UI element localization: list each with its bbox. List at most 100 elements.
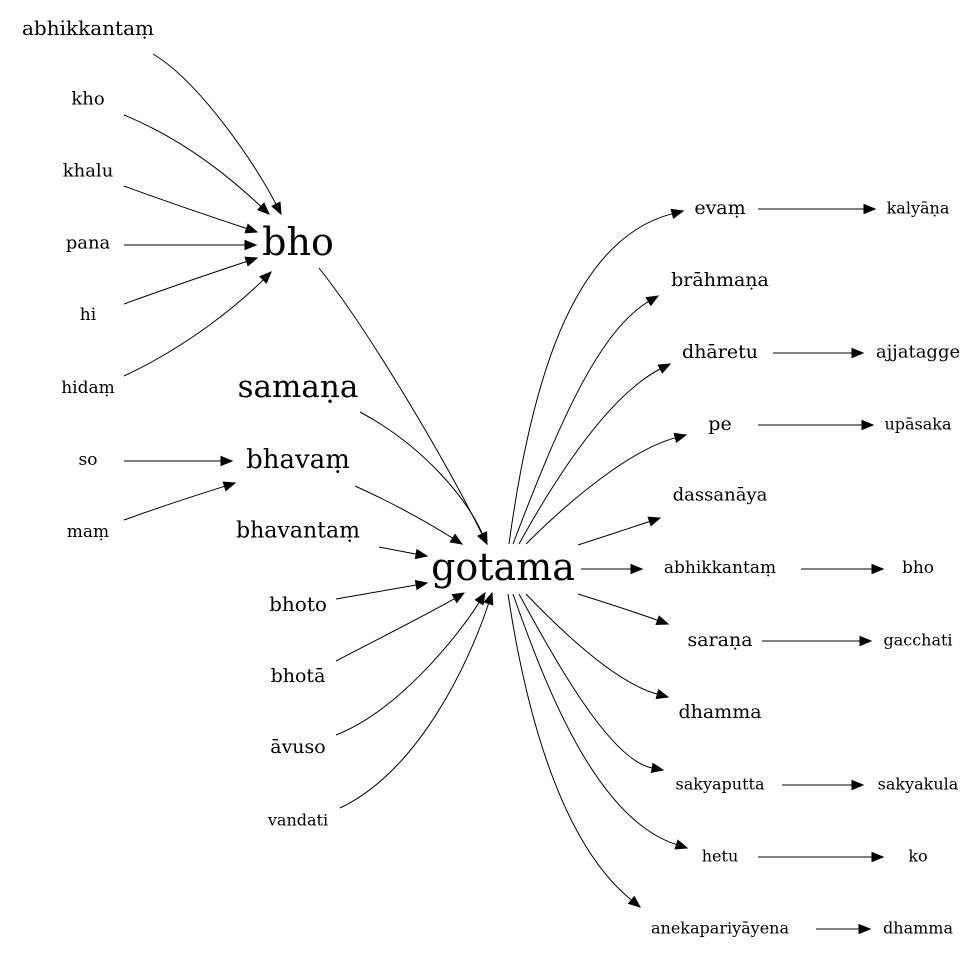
- arrowhead-icon: [483, 591, 494, 606]
- node-sarana: saraṇa: [687, 629, 752, 651]
- arrowhead-icon: [220, 455, 234, 467]
- edge-line: [123, 114, 262, 207]
- arrowhead-icon: [851, 347, 865, 359]
- node-upasaka: upāsaka: [884, 415, 952, 434]
- edge-avuso-to-gotama: [335, 591, 486, 736]
- edge-anekapariyayena-to-dhamma_r: [816, 923, 872, 935]
- edge-line: [318, 267, 483, 535]
- node-vandati: vandati: [267, 811, 328, 830]
- edge-hidam-to-bho_c: [123, 271, 272, 377]
- edge-gotama-to-abhikkantam_r: [581, 563, 644, 575]
- edge-evam-to-kalyana: [758, 203, 877, 215]
- edge-line: [335, 598, 455, 662]
- edge-khalu-to-bho_c: [123, 185, 259, 234]
- node-bhoto: bhoto: [269, 592, 327, 616]
- edge-line: [518, 593, 653, 769]
- edge-kho-to-bho_c: [123, 114, 270, 215]
- node-ajjatagge: ajjatagge: [876, 342, 960, 363]
- edge-bhavantam-to-gotama: [378, 546, 429, 560]
- edge-gotama-to-dharetu: [518, 363, 672, 545]
- edge-pe-to-upasaka: [757, 419, 875, 431]
- node-avuso: āvuso: [270, 736, 326, 758]
- node-sakyaputta: sakyaputta: [676, 775, 765, 794]
- edge-bhota-to-gotama: [335, 592, 466, 662]
- edge-gotama-to-sakyaputta: [518, 593, 665, 774]
- arrowhead-icon: [871, 851, 885, 863]
- node-pana: pana: [66, 233, 111, 254]
- node-hi: hi: [80, 305, 97, 325]
- arrowhead-icon: [861, 419, 875, 431]
- edge-bho_c-to-gotama: [318, 267, 488, 546]
- node-pe: pe: [708, 413, 731, 435]
- arrowhead-icon: [244, 256, 259, 267]
- nodes-layer: abhikkantaṃkhokhalupanahihidaṃsomaṃbhosa…: [22, 16, 960, 938]
- arrowhead-icon: [222, 481, 237, 492]
- node-dassanaya: dassanāya: [673, 485, 768, 506]
- edge-bhavam-to-gotama: [354, 485, 464, 545]
- node-mam: maṃ: [67, 522, 109, 542]
- edge-abhikkantam_l-to-bho_c: [152, 53, 282, 216]
- edge-line: [577, 521, 650, 546]
- arrowhead-icon: [650, 762, 665, 774]
- edge-gotama-to-sarana: [577, 593, 670, 626]
- node-anekapariyayena: anekapariyāyena: [651, 919, 789, 938]
- arrowhead-icon: [859, 635, 873, 647]
- edge-line: [512, 301, 649, 545]
- edge-so-to-bhavam: [124, 455, 234, 467]
- arrowhead-icon: [657, 363, 672, 374]
- edge-line: [335, 602, 480, 736]
- edge-line: [123, 279, 264, 377]
- edge-hetu-to-ko: [757, 851, 885, 863]
- arrowhead-icon: [477, 531, 488, 546]
- node-sakyakula: sakyakula: [878, 775, 959, 794]
- node-abhikkantam-l: abhikkantaṃ: [22, 16, 154, 40]
- arrowhead-icon: [451, 592, 466, 604]
- edge-vandati-to-gotama: [339, 591, 494, 809]
- edge-gotama-to-dassanaya: [577, 516, 662, 546]
- edge-line: [354, 485, 453, 539]
- edge-sakyaputta-to-sakyakula: [781, 779, 865, 791]
- edge-line: [508, 213, 673, 545]
- edge-samana-to-gotama: [359, 411, 488, 546]
- arrowhead-icon: [647, 516, 662, 527]
- node-bhota: bhotā: [271, 665, 326, 687]
- node-brahmana: brāhmaṇa: [671, 269, 769, 291]
- node-samana: samaṇa: [238, 369, 359, 405]
- node-bhavantam: bhavantaṃ: [236, 519, 360, 544]
- node-bho-r: bho: [902, 558, 934, 578]
- node-bhavam: bhavaṃ: [246, 445, 350, 475]
- edges-layer: [123, 53, 885, 935]
- arrowhead-icon: [863, 203, 877, 215]
- node-hidam: hidaṃ: [61, 378, 115, 398]
- arrowhead-icon: [627, 895, 642, 908]
- edge-line: [378, 546, 417, 555]
- edge-line: [335, 584, 417, 600]
- arrowhead-icon: [851, 779, 865, 791]
- edge-gotama-to-brahmana: [512, 295, 660, 545]
- node-gotama: gotama: [431, 545, 575, 589]
- edge-dharetu-to-ajjatagge: [773, 347, 865, 359]
- node-kalyana: kalyāṇa: [887, 199, 950, 218]
- node-so: so: [79, 450, 98, 470]
- edge-bhoto-to-gotama: [335, 579, 429, 600]
- node-hetu: hetu: [702, 847, 739, 866]
- edge-gotama-to-dhamma_m: [525, 593, 670, 700]
- arrowhead-icon: [871, 563, 885, 575]
- edge-gotama-to-hetu: [512, 593, 689, 850]
- node-evam: evaṃ: [694, 197, 745, 219]
- arrowhead-icon: [414, 548, 429, 560]
- edge-line: [512, 593, 677, 846]
- node-kho: kho: [71, 89, 104, 110]
- edge-line: [152, 53, 277, 205]
- node-bho-c: bho: [262, 220, 334, 264]
- edge-line: [507, 593, 632, 901]
- edge-pana-to-bho_c: [124, 239, 258, 251]
- edge-abhikkantam_r-to-bho_r: [801, 563, 885, 575]
- edge-hi-to-bho_c: [123, 256, 259, 305]
- node-ko: ko: [908, 847, 927, 866]
- edge-gotama-to-evam: [508, 208, 685, 545]
- arrowhead-icon: [414, 579, 429, 591]
- edge-line: [577, 593, 658, 621]
- arrowhead-icon: [474, 591, 486, 606]
